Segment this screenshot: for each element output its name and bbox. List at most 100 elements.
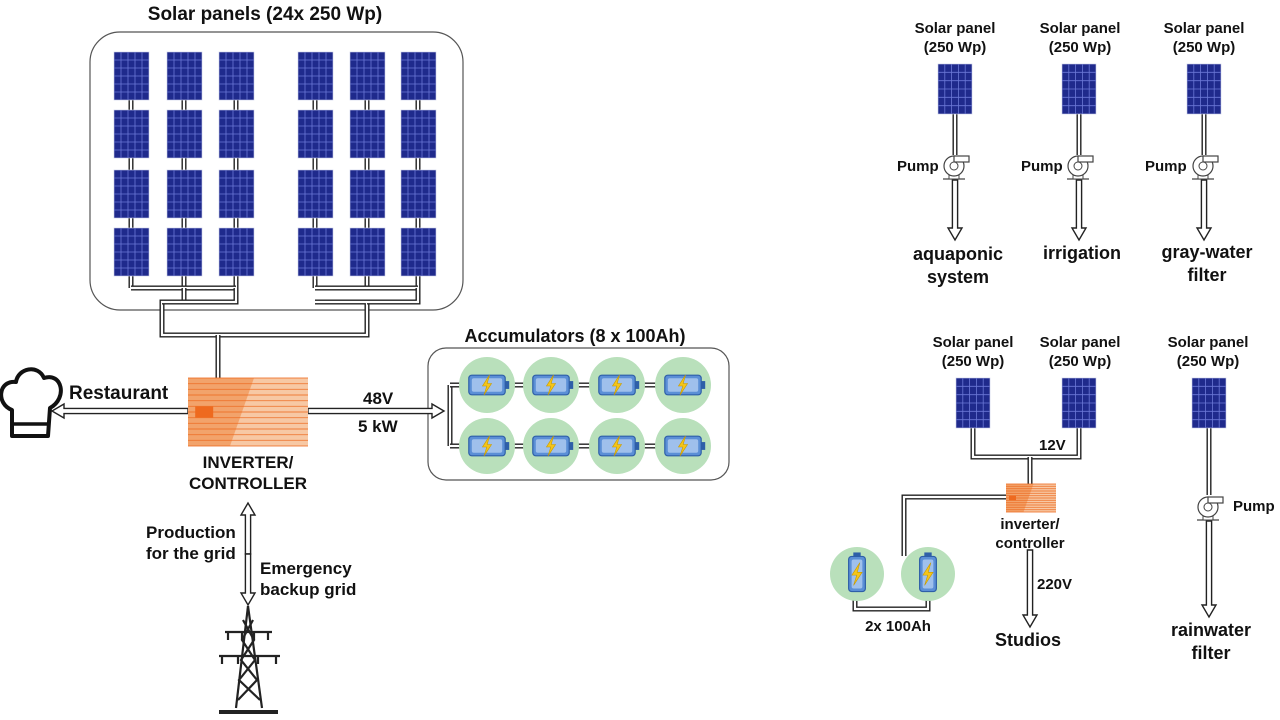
batteries	[459, 357, 955, 601]
inverter-label: INVERTER/ CONTROLLER	[188, 453, 308, 494]
pump-system-3-pump-label: Pump	[1145, 158, 1187, 175]
solar-panel-r1-c2	[218, 109, 255, 159]
pump-system-1-pump-outlet	[953, 155, 970, 163]
solar-panel-r1-c0	[113, 109, 150, 159]
solar-panel-r3-c2	[218, 227, 255, 277]
rain-system-arrow	[1200, 520, 1218, 619]
accumulator-bottom-0-bolt-icon	[481, 435, 493, 457]
accumulator-top-3-bolt-icon	[677, 374, 689, 396]
pump-system-1-pump-icon	[943, 155, 970, 180]
pump-system-2-panel	[1061, 63, 1097, 115]
accumulator-top-2-terminal	[635, 381, 640, 389]
studio-battery-link	[852, 600, 931, 612]
solar-panel-r2-c4	[349, 169, 386, 219]
pump-system-3-panel-label: Solar panel (250 Wp)	[1163, 20, 1245, 56]
studios-label: Studios	[995, 630, 1061, 650]
production-label: Production for the grid	[146, 523, 236, 564]
studio-batteries-label: 2x 100Ah	[865, 618, 931, 635]
studio-panel-2	[1061, 377, 1097, 429]
studio-voltage-label: 12V	[1039, 437, 1066, 454]
accumulator-bottom-1-terminal	[569, 442, 574, 450]
accumulator-bottom-3-bolt-icon	[677, 435, 689, 457]
solar-panel-r3-c5	[400, 227, 437, 277]
grid-arrow-down	[239, 553, 257, 607]
studio-output-voltage-label: 220V	[1037, 576, 1073, 593]
accumulator-bottom-2-terminal	[635, 442, 640, 450]
studio-battery-1-terminal	[853, 552, 861, 557]
accumulator-bottom-0-terminal	[505, 442, 510, 450]
studio-battery-link-inner	[853, 600, 930, 611]
array-combiner-wire-left-inner	[162, 288, 238, 304]
restaurant-label: Restaurant	[69, 383, 169, 404]
pump-system-3-panel	[1186, 63, 1222, 115]
studio-panel-bus-inner	[971, 428, 1081, 459]
solar-panel-r0-c1	[166, 51, 203, 101]
pump-system-1-panel	[937, 63, 973, 115]
solar-panel-r1-c3	[297, 109, 334, 159]
pump-system-2-pump-outlet	[1077, 155, 1094, 163]
solar-panel-r3-c0	[113, 227, 150, 277]
accumulator-top-2-bolt-icon	[611, 374, 623, 396]
pump-system-2-pump-rotor	[1073, 161, 1083, 171]
solar-panel-r2-c0	[113, 169, 150, 219]
rain-system-pump-rotor	[1203, 502, 1213, 512]
accumulator-top-0	[459, 357, 515, 413]
accumulator-top-1	[523, 357, 579, 413]
solar-panel-r3-c4	[349, 227, 386, 277]
restaurant-arrow	[50, 402, 189, 420]
accumulator-arrow	[307, 402, 446, 420]
solar-panel-r0-c5	[400, 51, 437, 101]
accumulator-bottom-1	[523, 418, 579, 474]
studio-battery-1	[830, 547, 884, 601]
rain-pump-label: Pump	[1233, 498, 1275, 515]
accumulator-bottom-1-bolt-icon	[545, 435, 557, 457]
rain-target-label: rainwater filter	[1170, 620, 1252, 663]
accumulator-top-0-bolt-icon	[481, 374, 493, 396]
accumulator-top-0-terminal	[505, 381, 510, 389]
pylon-lattice-2	[237, 619, 261, 701]
accumulator-bottom-2-bolt-icon	[611, 435, 623, 457]
devices	[0, 367, 1056, 714]
solar-panel-r0-c3	[297, 51, 334, 101]
accumulator-bottom-3	[655, 418, 711, 474]
pylon-lattice	[237, 619, 259, 701]
pump-system-1-panel-label: Solar panel (250 Wp)	[914, 20, 996, 56]
pump-system-3-target: gray-water filter	[1161, 242, 1253, 285]
pump-system-1-pump-label: Pump	[897, 158, 939, 175]
studio-battery-2	[901, 547, 955, 601]
pump-system-2-panel-label: Solar panel (250 Wp)	[1039, 20, 1121, 56]
solar-panel-r2-c5	[400, 169, 437, 219]
pump-system-1-pump-rotor	[949, 161, 959, 171]
studios-arrow	[1021, 549, 1039, 629]
solar-panel-r2-c1	[166, 169, 203, 219]
solar-panel-r0-c2	[218, 51, 255, 101]
power-label: 5 kW	[358, 417, 398, 436]
pump-system-2-target: irrigation	[1042, 243, 1121, 263]
solar-panel-r3-c3	[297, 227, 334, 277]
rain-panel-label: Solar panel (250 Wp)	[1167, 334, 1249, 370]
studio-panel-1-label: Solar panel (250 Wp)	[932, 334, 1014, 370]
pump-system-1-arrow	[946, 179, 964, 242]
accumulator-top-3-terminal	[701, 381, 706, 389]
studio-battery-2-terminal	[924, 552, 932, 557]
rain-system-panel	[1191, 377, 1227, 429]
array-combiner-wire-right-inner	[367, 288, 420, 304]
solar-panel-r2-c2	[218, 169, 255, 219]
solar-panel-r0-c0	[113, 51, 150, 101]
main-inverter-indicator	[195, 406, 214, 418]
solar-panel-r1-c5	[400, 109, 437, 159]
studio-battery-2-bolt-icon	[922, 562, 934, 586]
pump-system-3-pump-icon	[1192, 155, 1219, 180]
studio-inverter-label: inverter/ controller	[995, 516, 1065, 552]
accumulator-bottom-2	[589, 418, 645, 474]
studio-battery-1-bolt-icon	[851, 562, 863, 586]
accumulator-top-1-bolt-icon	[545, 374, 557, 396]
chef-hat-icon	[0, 367, 63, 438]
power-pylon-icon	[219, 605, 280, 714]
studio-panel-1	[955, 377, 991, 429]
studio-inverter-to-battery-wire-inner	[902, 495, 1006, 549]
voltage-label: 48V	[363, 389, 394, 408]
accumulator-top-3	[655, 357, 711, 413]
